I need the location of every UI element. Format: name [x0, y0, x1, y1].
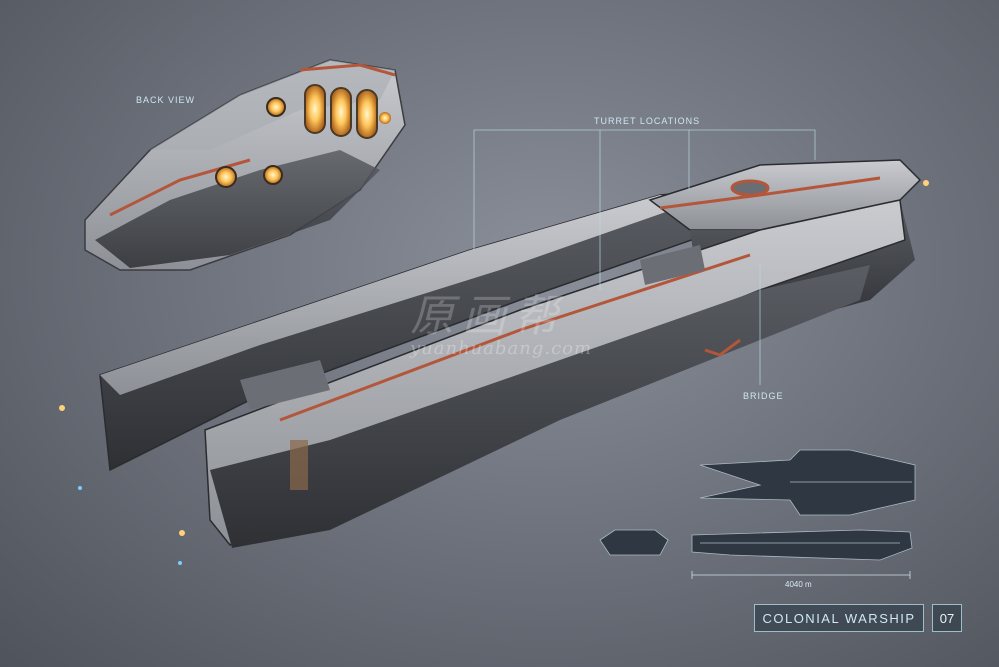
bridge-label: BRIDGE — [743, 391, 784, 401]
title-text: COLONIAL WARSHIP — [762, 610, 916, 626]
page-number: 07 — [939, 610, 955, 626]
watermark-chinese: 原画帮 — [410, 291, 566, 342]
blueprint-side-view — [691, 529, 913, 561]
turret-locations-label: TURRET LOCATIONS — [594, 116, 701, 126]
title-badge: COLONIAL WARSHIP — [754, 604, 924, 632]
scale-label: 4040 m — [785, 580, 812, 589]
blueprint-front-view — [599, 529, 669, 556]
blueprint-top-view — [699, 449, 916, 516]
scale-bar — [691, 571, 911, 579]
main-warship — [59, 159, 929, 565]
back-view-label: BACK VIEW — [136, 95, 196, 105]
page-number-badge: 07 — [932, 604, 962, 632]
back-view-ship — [84, 59, 406, 271]
watermark-url: yuanhuabang.com — [410, 338, 593, 359]
turret-callouts — [473, 129, 816, 290]
